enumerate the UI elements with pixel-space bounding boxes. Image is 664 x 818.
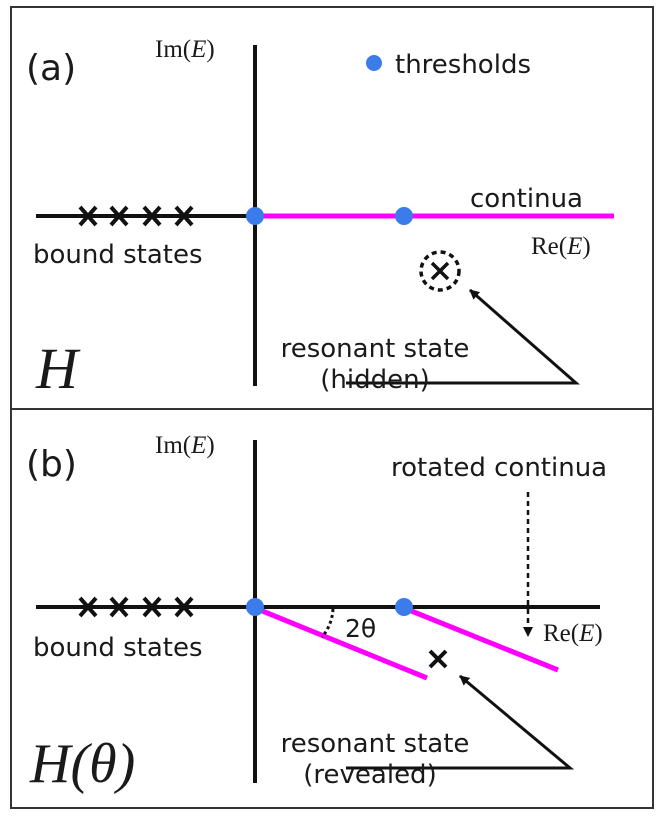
resonance-pointer-arrow xyxy=(346,288,580,385)
bound-states-label: bound states xyxy=(33,240,203,270)
resonance-pointer-arrow xyxy=(346,674,575,770)
figure-frame xyxy=(10,6,654,809)
bound-state-markers xyxy=(78,205,194,227)
cross-icon xyxy=(109,596,129,618)
cross-icon xyxy=(174,596,194,618)
panel-a: (a) Im(E) thresholds continua Re(E) boun… xyxy=(26,36,614,401)
angle-label: 2θ xyxy=(345,614,376,643)
blue-dot-icon xyxy=(366,55,382,71)
hamiltonian-label: H xyxy=(35,336,81,401)
resonant-state-sublabel: (revealed) xyxy=(303,760,436,790)
threshold-dot xyxy=(395,598,413,616)
hidden-resonance-circle xyxy=(419,250,461,292)
continua-label: continua xyxy=(470,184,583,214)
rotated-continua-label: rotated continua xyxy=(391,453,607,483)
bound-state-markers xyxy=(78,596,194,618)
cross-icon xyxy=(142,596,162,618)
panel-b-tag: (b) xyxy=(26,444,77,485)
resonant-state-label: resonant state xyxy=(281,729,470,759)
resonance-cross-icon xyxy=(428,649,448,669)
rotated-continuum-line xyxy=(254,605,428,681)
cross-icon xyxy=(109,205,129,227)
rotation-angle-arc xyxy=(320,608,335,638)
threshold-dot xyxy=(246,207,264,225)
cross-icon xyxy=(174,205,194,227)
resonant-state-sublabel: (hidden) xyxy=(320,365,429,395)
cross-icon xyxy=(78,205,98,227)
threshold-dot xyxy=(246,598,264,616)
cross-icon xyxy=(142,205,162,227)
im-axis-label: Im(E) xyxy=(155,432,215,459)
cross-icon xyxy=(78,596,98,618)
rotated-continuum-line xyxy=(403,605,559,673)
resonant-state-label: resonant state xyxy=(281,334,470,364)
bound-states-label: bound states xyxy=(33,633,203,663)
resonance-cross-icon xyxy=(430,261,450,281)
re-axis-label: Re(E) xyxy=(543,620,603,647)
hamiltonian-label: H(θ) xyxy=(29,733,135,795)
re-axis-label: Re(E) xyxy=(531,233,591,260)
threshold-dot xyxy=(395,207,413,225)
im-axis-label: Im(E) xyxy=(155,36,215,63)
panel-b: (b) Im(E) rotated continua 2θ Re(E) boun… xyxy=(26,432,607,795)
legend-thresholds-label: thresholds xyxy=(395,50,531,80)
panel-a-tag: (a) xyxy=(26,48,76,89)
